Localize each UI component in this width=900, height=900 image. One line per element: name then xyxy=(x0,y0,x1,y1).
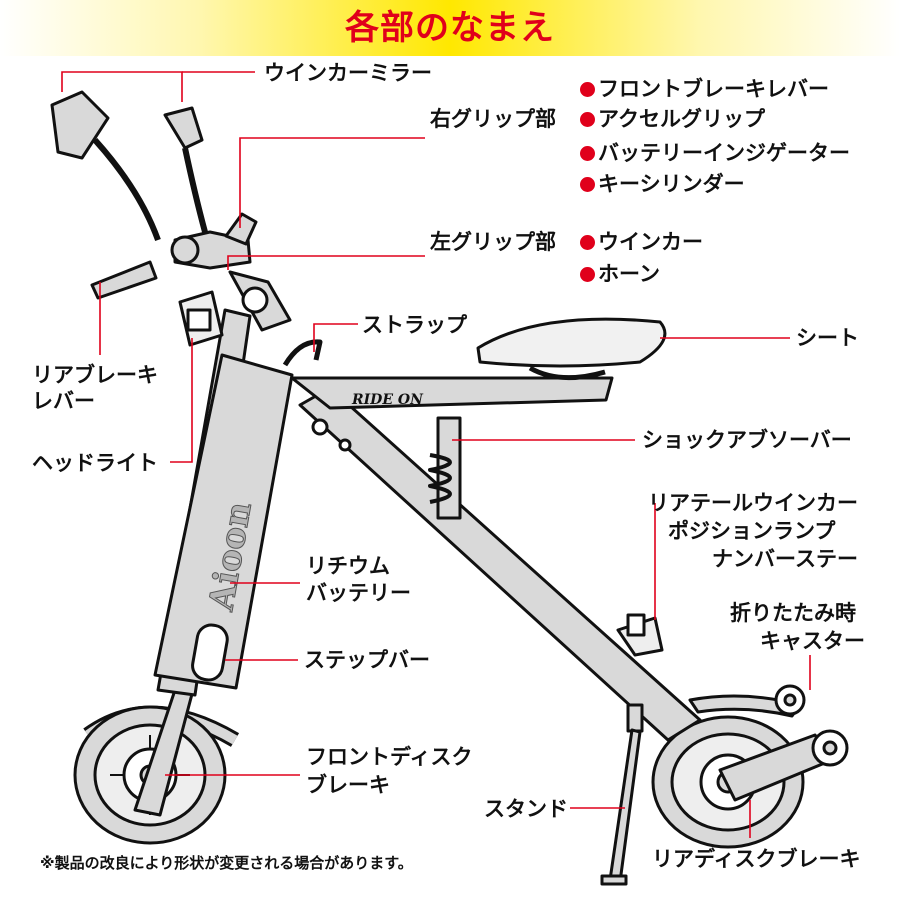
label-folding-caster-2: キャスター xyxy=(760,629,865,653)
label-rear-tail-3: ナンバーステー xyxy=(712,547,858,571)
label-rear-tail-2: ポジションランプ xyxy=(668,519,836,543)
label-battery-2: バッテリー xyxy=(306,581,411,605)
strap xyxy=(282,339,323,367)
label-battery-indicator: バッテリーインジゲーター xyxy=(580,140,850,166)
label-accel-grip: アクセルグリップ xyxy=(580,106,765,132)
title-banner xyxy=(0,0,900,56)
step-bar xyxy=(191,623,229,682)
label-rear-disc-brake: リアディスクブレーキ xyxy=(652,847,861,871)
label-stand: スタンド xyxy=(484,797,568,821)
label-horn: ホーン xyxy=(580,261,660,287)
label-rear-tail-1: リアテールウインカー xyxy=(648,491,858,515)
seat-rail xyxy=(290,376,614,410)
handlebar xyxy=(90,212,292,332)
label-step-bar: ステップバー xyxy=(304,648,430,672)
footnote: ※製品の改良により形状が変更される場合があります。 xyxy=(40,854,413,872)
winker-mirrors xyxy=(50,90,208,242)
label-key-cylinder: キーシリンダー xyxy=(580,171,745,197)
deck-logo: RIDE ON xyxy=(351,392,424,408)
page-title: 各部のなまえ xyxy=(345,8,555,48)
battery-frame xyxy=(153,353,294,690)
label-left-grip: 左グリップ部 xyxy=(430,230,556,254)
label-shock-absorber: ショックアブソーバー xyxy=(642,428,852,452)
label-folding-caster-1: 折りたたみ時 xyxy=(730,601,856,625)
label-winker: ウインカー xyxy=(580,229,703,255)
label-rear-brake-lever-1: リアブレーキ xyxy=(32,363,158,387)
label-headlight: ヘッドライト xyxy=(32,451,158,475)
headlight xyxy=(178,290,224,347)
label-front-disc-2: ブレーキ xyxy=(306,773,390,797)
stand xyxy=(600,703,644,886)
rear-wheel xyxy=(651,684,849,849)
seat xyxy=(476,317,667,368)
leader-lines xyxy=(61,71,811,838)
label-strap: ストラップ xyxy=(362,313,467,337)
label-seat: シート xyxy=(796,326,859,350)
label-battery-1: リチウム xyxy=(306,554,390,578)
label-front-brake-lever: フロントブレーキレバー xyxy=(580,76,829,102)
label-front-disc-1: フロントディスク xyxy=(306,745,473,769)
label-rear-brake-lever-2: レバー xyxy=(32,389,95,413)
label-winker-mirror: ウインカーミラー xyxy=(264,61,432,85)
label-right-grip: 右グリップ部 xyxy=(430,107,556,131)
shock-absorber xyxy=(428,416,462,520)
rear-tail-lamp xyxy=(616,613,664,657)
